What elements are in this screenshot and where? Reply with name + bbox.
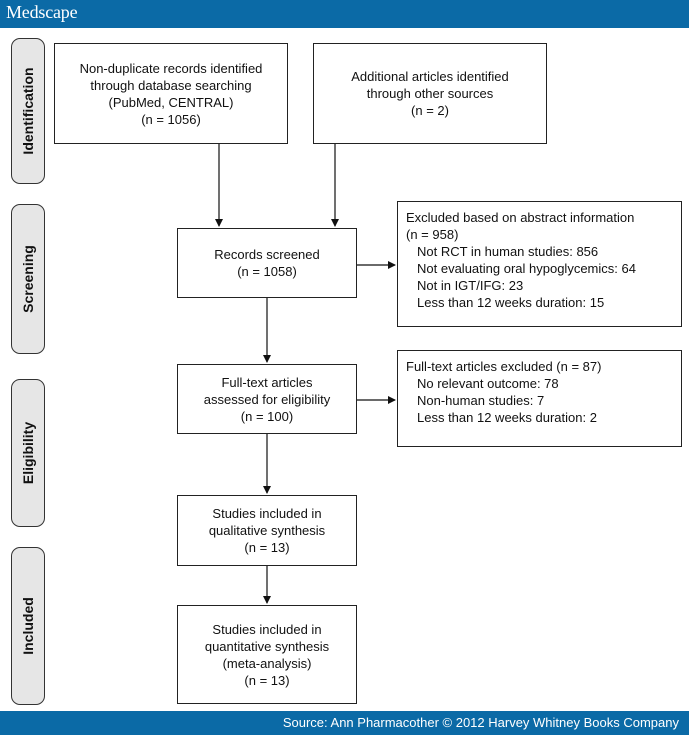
other-sources-box: Additional articles identified through o… bbox=[313, 43, 547, 144]
excluded-abstract-item: Not RCT in human studies: 856 bbox=[417, 244, 599, 259]
source-credit: Source: Ann Pharmacother © 2012 Harvey W… bbox=[282, 715, 679, 730]
screened-line-2: (n = 1058) bbox=[237, 264, 297, 279]
database-line-4: (n = 1056) bbox=[141, 111, 201, 127]
excluded-fulltext-item: No relevant outcome: 78 bbox=[417, 376, 559, 391]
excluded-abstract-title-1: Excluded based on abstract information bbox=[406, 210, 635, 225]
excluded-abstract-item: Not in IGT/IFG: 23 bbox=[417, 278, 524, 293]
footer-bar: Source: Ann Pharmacother © 2012 Harvey W… bbox=[0, 711, 689, 735]
phase-eligibility: Eligibility bbox=[11, 379, 45, 527]
records-screened-box: Records screened (n = 1058) bbox=[177, 228, 357, 298]
other-sources-line-1: Additional articles identified bbox=[351, 69, 509, 84]
excluded-fulltext-title: Full-text articles excluded (n = 87) bbox=[406, 359, 602, 374]
excluded-abstract-item: Not evaluating oral hypoglycemics: 64 bbox=[417, 261, 636, 276]
fulltext-line-3: (n = 100) bbox=[240, 408, 294, 424]
database-line-3: (PubMed, CENTRAL) bbox=[108, 94, 234, 110]
excluded-fulltext-item: Non-human studies: 7 bbox=[417, 393, 545, 408]
excluded-abstract-box: Excluded based on abstract information (… bbox=[397, 201, 682, 327]
database-records-box: Non-duplicate records identified through… bbox=[54, 43, 288, 144]
medscape-logo: Medscape bbox=[6, 2, 78, 22]
screened-line-1: Records screened bbox=[214, 247, 320, 262]
database-line-1: Non-duplicate records identified bbox=[79, 60, 263, 76]
quantitative-synthesis-box: Studies included in quantitative synthes… bbox=[177, 605, 357, 704]
phase-included: Included bbox=[11, 547, 45, 705]
other-sources-line-3: (n = 2) bbox=[411, 103, 449, 118]
quantitative-line-2: quantitative synthesis bbox=[204, 638, 330, 654]
phase-identification: Identification bbox=[11, 38, 45, 184]
fulltext-assessed-box: Full-text articles assessed for eligibil… bbox=[177, 364, 357, 434]
quantitative-line-1: Studies included in bbox=[212, 621, 322, 637]
qualitative-line-3: (n = 13) bbox=[244, 540, 290, 555]
quantitative-line-4: (n = 13) bbox=[244, 672, 290, 688]
phase-screening: Screening bbox=[11, 204, 45, 354]
excluded-fulltext-item: Less than 12 weeks duration: 2 bbox=[417, 410, 597, 425]
header-bar: Medscape bbox=[0, 0, 689, 28]
database-line-2: through database searching bbox=[90, 77, 252, 93]
qualitative-line-1: Studies included in bbox=[212, 506, 322, 521]
fulltext-line-1: Full-text articles bbox=[221, 374, 313, 390]
excluded-abstract-title-2: (n = 958) bbox=[406, 227, 459, 242]
qualitative-line-2: qualitative synthesis bbox=[208, 523, 326, 538]
excluded-abstract-item: Less than 12 weeks duration: 15 bbox=[417, 295, 605, 310]
quantitative-line-3: (meta-analysis) bbox=[222, 655, 312, 671]
other-sources-line-2: through other sources bbox=[366, 86, 494, 101]
excluded-fulltext-box: Full-text articles excluded (n = 87) No … bbox=[397, 350, 682, 447]
fulltext-line-2: assessed for eligibility bbox=[203, 391, 331, 407]
qualitative-synthesis-box: Studies included in qualitative synthesi… bbox=[177, 495, 357, 566]
